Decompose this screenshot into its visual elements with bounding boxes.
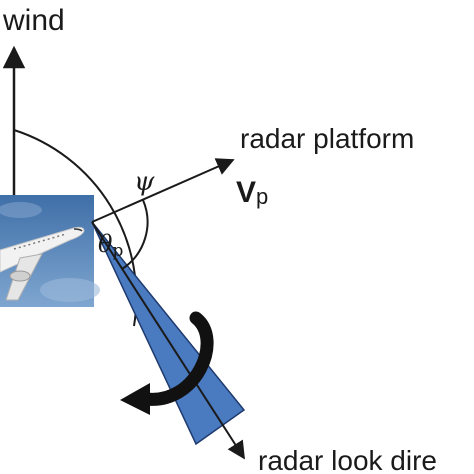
theta-arc [121, 199, 149, 270]
velocity-vector-arrow [91, 158, 235, 223]
wind-label: wind [2, 4, 65, 37]
radar-platform-label: radar platform [240, 123, 414, 154]
theta-label: θp [98, 230, 123, 261]
radar-look-direction-label: radar look dire [258, 445, 437, 474]
rotation-arrow-icon [120, 311, 214, 415]
aircraft-photo [0, 195, 100, 307]
look-direction-arrow [91, 221, 245, 460]
psi-label: ψ [134, 167, 155, 197]
velocity-label: Vp [236, 176, 268, 209]
radar-beam [91, 221, 246, 446]
